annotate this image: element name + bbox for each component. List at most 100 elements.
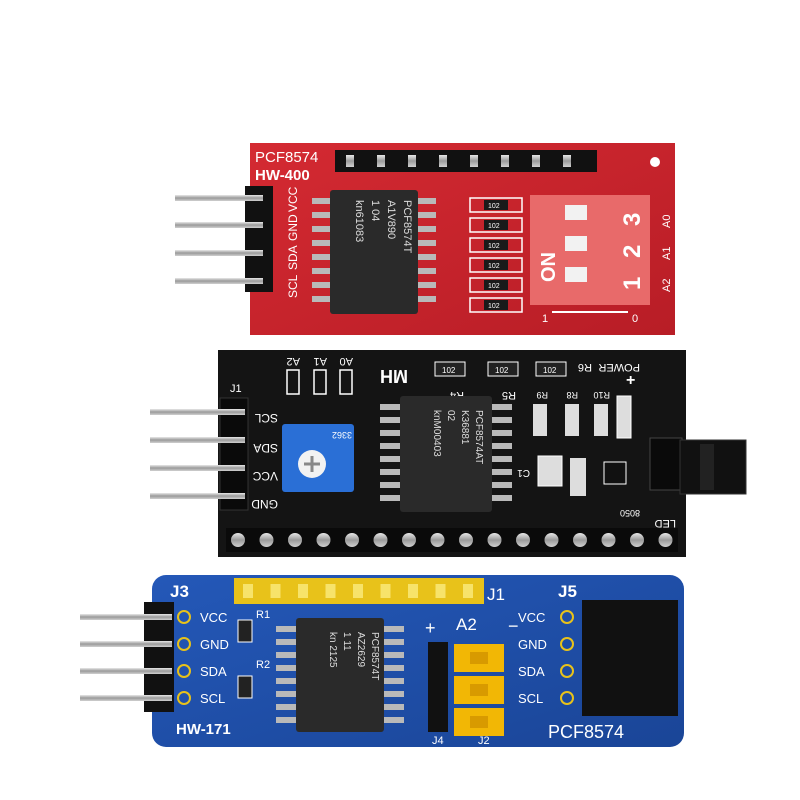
red-dip-switch[interactable]: ON 1 2 3	[530, 195, 650, 305]
black-bottom-header	[226, 528, 678, 552]
black-resistor-code-2: 102	[495, 366, 509, 375]
blue-right-label-scl: SCL	[518, 691, 543, 706]
red-chip-leg	[416, 212, 436, 218]
black-label-scl: SCL	[254, 411, 278, 425]
blue-address-a2: A2	[456, 615, 477, 634]
red-resistor-code: 102	[488, 203, 500, 210]
red-chip-line-4: kn61083	[353, 200, 365, 242]
red-dip-number-3: 3	[619, 213, 646, 226]
blue-chip-line-1: PCF8574T	[369, 632, 380, 680]
blue-top-pin	[270, 584, 281, 598]
black-chip-leg	[380, 456, 402, 462]
black-potentiometer[interactable]: 3362	[282, 424, 354, 492]
blue-resistors: R1 R2	[237, 609, 270, 699]
blue-chip-leg	[276, 665, 298, 671]
blue-chip-leg	[276, 626, 298, 632]
black-chip-line-2: K36881	[459, 410, 470, 445]
red-resistor	[484, 300, 508, 310]
black-side-pin	[150, 465, 245, 471]
black-led-jumper[interactable]	[649, 437, 747, 495]
blue-left-label-sda: SDA	[200, 664, 227, 679]
black-bottom-pin	[288, 533, 302, 547]
red-chip-leg	[312, 240, 332, 246]
blue-chip-leg	[382, 678, 404, 684]
black-addr-a2: A2	[287, 355, 300, 367]
blue-side-pin	[80, 695, 172, 701]
black-bottom-pin	[345, 533, 359, 547]
black-ic-chip: PCF8574AT K36881 02 knM00403	[380, 396, 512, 512]
red-side-pin	[175, 222, 263, 228]
red-chip-leg	[312, 282, 332, 288]
black-chip-leg	[380, 417, 402, 423]
black-bottom-pin	[516, 533, 530, 547]
red-ic-chip: PCF8574T A1V890 1 04 kn61083	[312, 190, 436, 314]
red-top-pin	[439, 155, 447, 167]
red-chip-leg	[416, 282, 436, 288]
black-smd-resistor	[570, 458, 586, 496]
black-bottom-pin	[430, 533, 445, 547]
red-top-pin	[532, 155, 540, 167]
black-bottom-pin	[544, 533, 559, 547]
black-chip-leg	[380, 495, 402, 501]
red-chip-line-1: PCF8574T	[401, 200, 413, 253]
black-chip-leg	[490, 417, 512, 423]
blue-top-pin	[298, 584, 308, 598]
red-chip-leg	[312, 268, 332, 274]
red-top-pin	[501, 155, 509, 167]
black-bottom-pin	[459, 533, 473, 547]
blue-chip-leg	[276, 704, 298, 710]
red-resistor-outline	[469, 217, 523, 233]
black-resistor-code-1: 102	[442, 366, 456, 375]
red-resistor	[484, 200, 508, 210]
red-resistor-outline	[469, 257, 523, 273]
blue-address-jumpers[interactable]	[428, 642, 504, 736]
red-resistor	[484, 220, 508, 230]
black-bottom-pin	[316, 533, 331, 547]
black-bottom-pin	[487, 533, 502, 547]
black-connector-ref: J1	[230, 383, 242, 395]
red-chip-leg	[416, 268, 436, 274]
black-chip-line-4: knM00403	[431, 410, 442, 457]
blue-right-socket[interactable]	[582, 600, 678, 716]
blue-chip-leg	[382, 691, 404, 697]
red-label-vcc: VCC	[286, 186, 300, 212]
red-top-pin	[408, 155, 416, 167]
red-top-pin	[377, 155, 385, 167]
red-resistor-outline	[469, 297, 523, 313]
blue-top-pin	[325, 584, 336, 598]
red-dip-number-1: 1	[619, 277, 646, 290]
black-chip-leg	[490, 482, 512, 488]
red-resistor-outline	[469, 237, 523, 253]
black-chip-leg	[380, 469, 402, 475]
red-resistor-code: 102	[488, 283, 500, 290]
black-side-pin	[150, 437, 245, 443]
black-chip-leg	[490, 495, 512, 501]
black-bottom-pin	[259, 533, 274, 547]
black-chip-leg	[490, 430, 512, 436]
blue-board: J3 J1 J5 VCC GND SDA SCL R1 R2 PCF8574T …	[80, 575, 684, 747]
black-side-pins	[150, 397, 249, 511]
blue-chip-line-2: AZ2629	[355, 632, 366, 667]
red-chip-leg	[416, 296, 436, 302]
red-side-pins	[175, 186, 273, 292]
blue-chip-line-4: kn 2125	[327, 632, 338, 668]
black-power-label: POWER	[598, 361, 640, 373]
red-chip-leg	[416, 226, 436, 232]
red-side-pin	[175, 250, 263, 256]
blue-board-id: HW-171	[176, 721, 231, 738]
black-ref-r9: R9	[536, 390, 548, 400]
blue-side-pin	[80, 614, 172, 620]
black-bottom-pin	[630, 533, 644, 547]
black-addr-a0: A0	[340, 355, 353, 367]
red-chip-line-3: 1 04	[369, 200, 381, 221]
blue-chip-leg	[382, 665, 404, 671]
blue-minus-sign: −	[508, 616, 519, 636]
black-ref-r8: R8	[566, 390, 578, 400]
red-chip-line-2: A1V890	[385, 200, 397, 239]
red-top-pin	[470, 155, 478, 167]
black-ref-r5: R5	[502, 389, 516, 401]
red-chip-leg	[312, 254, 332, 260]
blue-top-pin	[463, 584, 473, 598]
black-cap-ref: C1	[517, 467, 530, 478]
